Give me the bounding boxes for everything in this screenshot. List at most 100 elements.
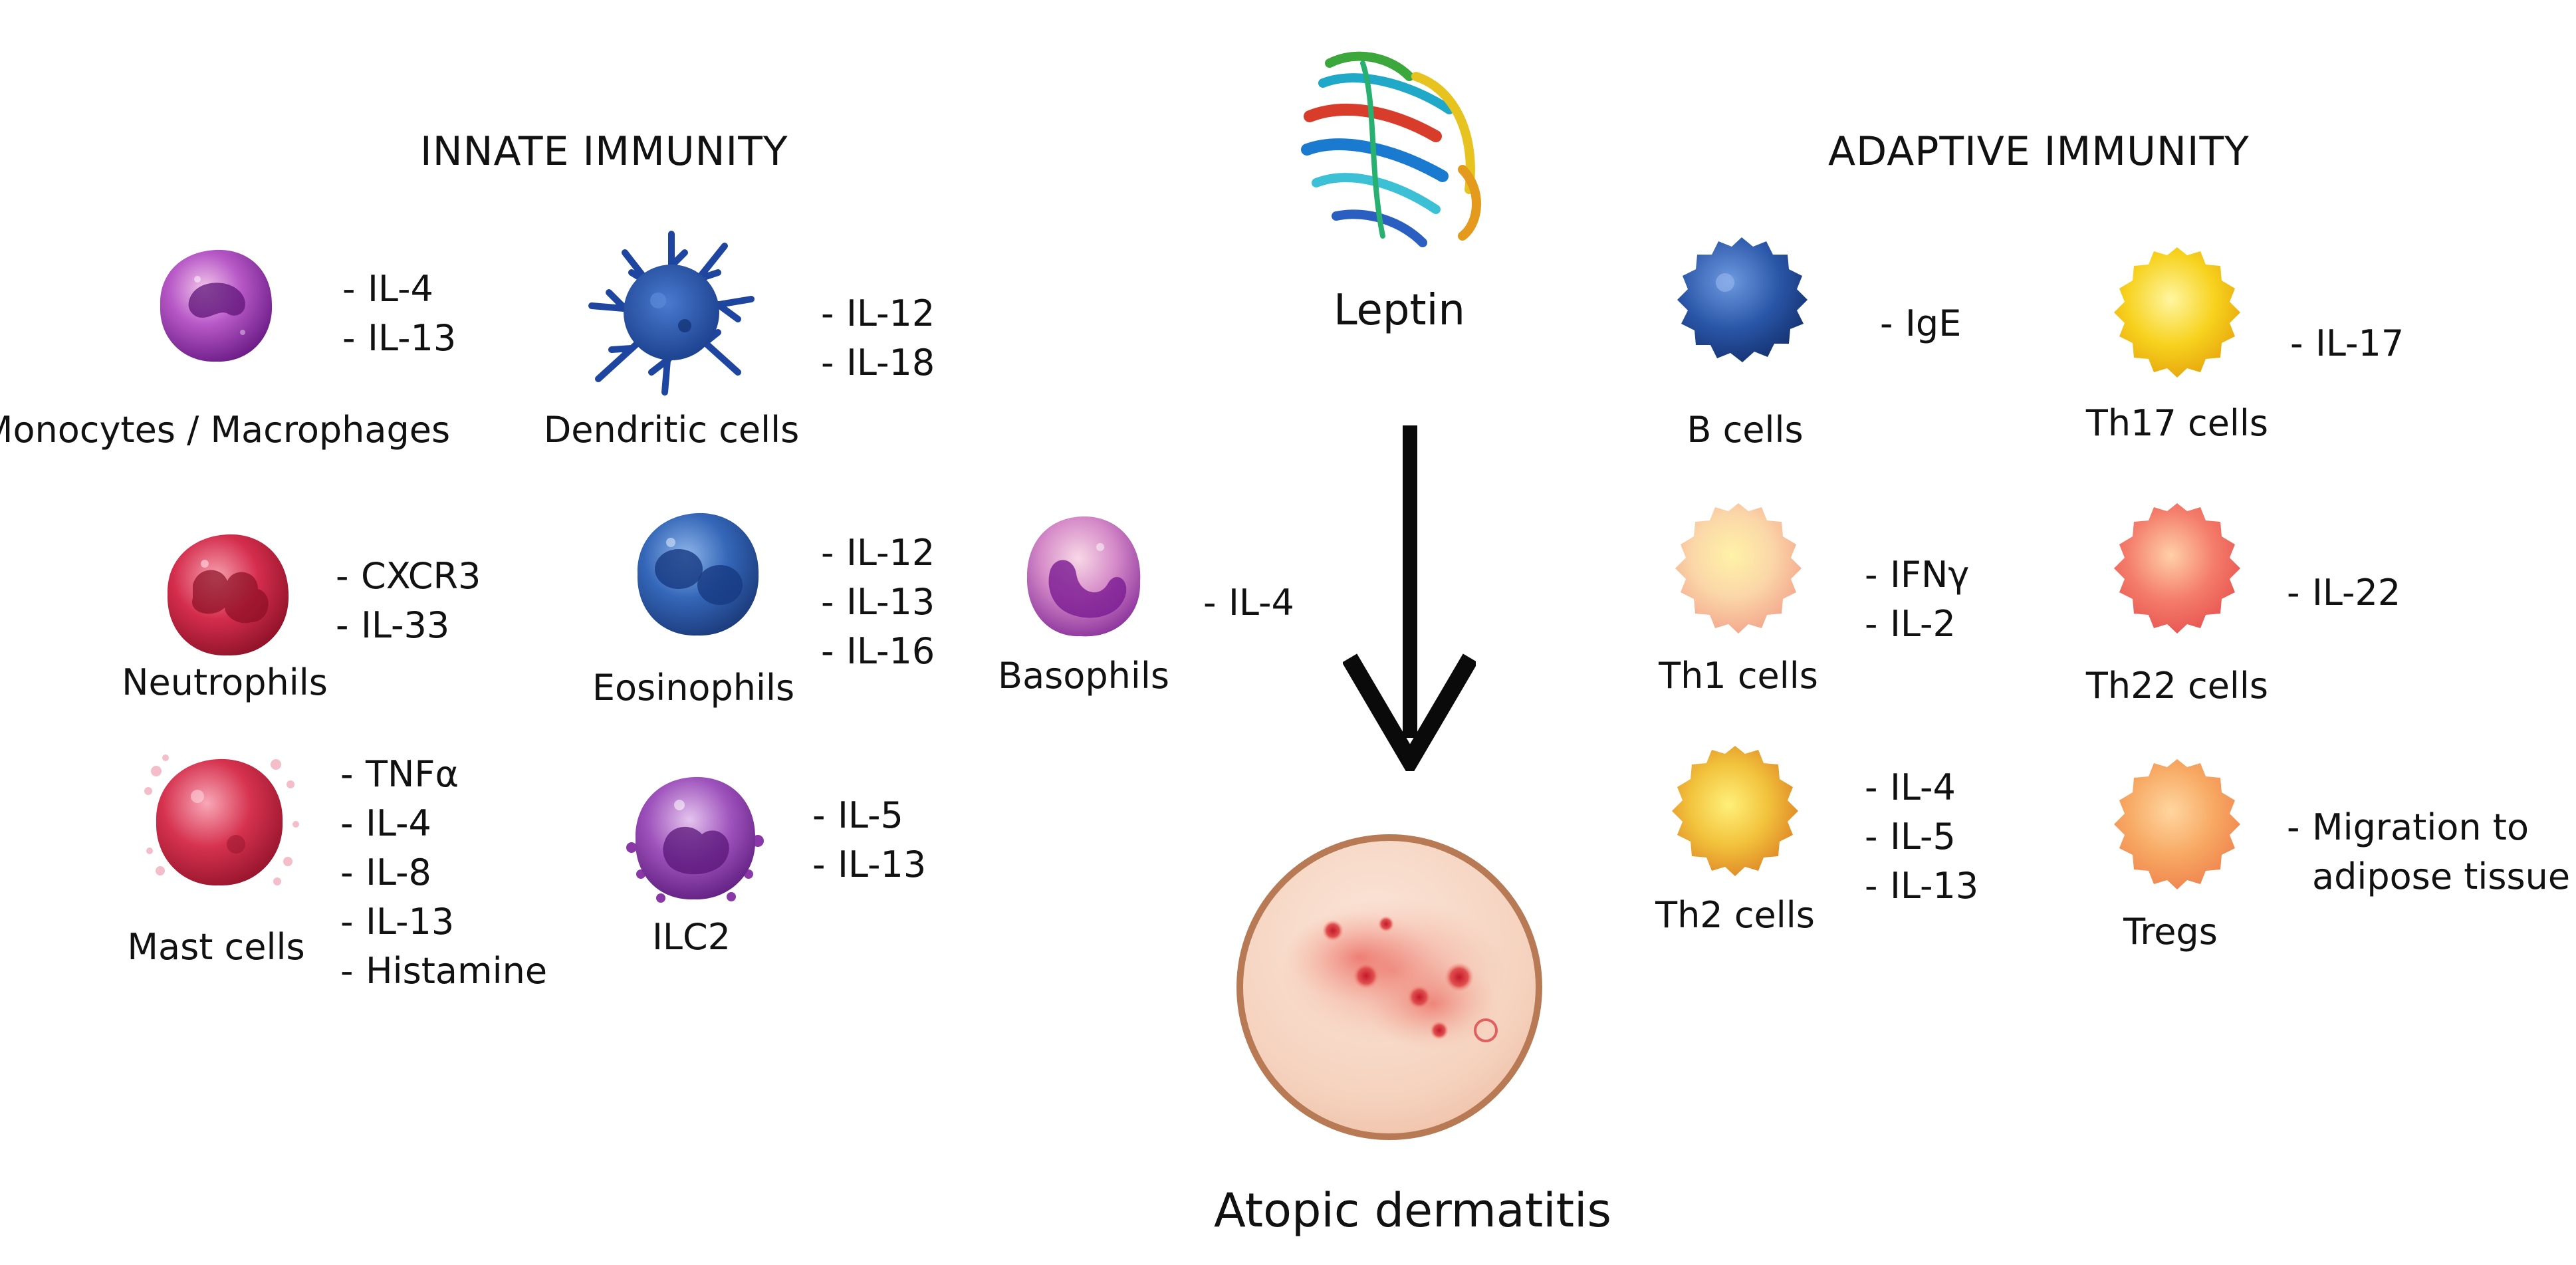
marker-list: -IL-22 <box>2287 568 2400 618</box>
cell-label: Dendritic cells <box>543 409 800 451</box>
th1-cell-icon <box>1675 503 1802 633</box>
marker-text: IL-5 <box>838 794 903 836</box>
marker-list: -Migration to adipose tissue <box>2287 803 2570 901</box>
marker-item: -IFNγ <box>1865 554 1970 596</box>
treg-cell-icon <box>2114 759 2240 889</box>
marker-item: -IL-13 <box>1865 865 1979 907</box>
marker-text: IL-5 <box>1890 816 1956 858</box>
marker-item: -IL-16 <box>821 630 935 672</box>
leptin-protein-structure-icon <box>1301 51 1481 247</box>
monocyte-macrophage-cell-icon <box>160 249 273 362</box>
cell-label: B cells <box>1687 409 1804 451</box>
cell-label: Eosinophils <box>592 667 795 709</box>
marker-text: IL-33 <box>361 604 450 646</box>
marker-text: IL-13 <box>838 844 927 885</box>
marker-item: -IL-4 <box>1203 582 1294 624</box>
marker-text: TNFα <box>366 753 459 795</box>
marker-text: IL-2 <box>1890 603 1956 645</box>
marker-item: -IL-13 <box>342 317 457 359</box>
marker-text: IFNγ <box>1890 554 1970 596</box>
marker-text: CXCR3 <box>361 555 481 597</box>
marker-text: IL-4 <box>1890 766 1956 808</box>
marker-text: IL-4 <box>368 268 433 310</box>
mast-cell-icon <box>144 754 299 886</box>
marker-item: adipose tissue <box>2287 852 2570 901</box>
marker-item: -IgE <box>1880 302 1962 344</box>
leptin-label: Leptin <box>1334 286 1465 335</box>
cell-label: Monocytes / Macrophages <box>0 409 451 451</box>
th17-cell-icon <box>2114 247 2240 378</box>
marker-text: IL-18 <box>846 342 935 384</box>
marker-list: -IL-4 -IL-5 -IL-13 <box>1865 763 1978 911</box>
marker-text: IL-17 <box>2315 322 2404 364</box>
marker-item: -IL-12 <box>821 532 935 574</box>
marker-list: -IgE <box>1880 299 1961 348</box>
down-arrow-icon <box>1343 425 1476 771</box>
marker-text: IL-13 <box>366 901 455 943</box>
marker-list: -IL-4 <box>1203 578 1294 628</box>
marker-text: IL-16 <box>846 630 935 672</box>
marker-text: IL-12 <box>846 292 935 334</box>
marker-list: -IL-12 -IL-13 -IL-16 <box>821 528 935 676</box>
atopic-dermatitis-label: Atopic dermatitis <box>1214 1183 1611 1238</box>
marker-item: -IL-12 <box>821 292 935 334</box>
marker-item: -IL-5 <box>812 794 903 836</box>
marker-text: Migration to <box>2312 806 2529 848</box>
marker-text: IL-4 <box>366 802 431 844</box>
cell-label: Tregs <box>2123 911 2218 953</box>
marker-list: -CXCR3 -IL-33 <box>336 552 481 650</box>
marker-text: IL-8 <box>366 852 431 893</box>
marker-list: -IL-5 -IL-13 <box>812 791 926 889</box>
eosinophil-cell-icon <box>637 513 759 636</box>
marker-item: -IL-33 <box>336 604 450 646</box>
marker-item: -IL-8 <box>340 852 431 893</box>
marker-text: IL-13 <box>1890 865 1979 907</box>
marker-text: IgE <box>1905 302 1962 344</box>
cell-label: Th17 cells <box>2085 402 2269 444</box>
marker-text: adipose tissue <box>2312 856 2571 897</box>
innate-immunity-heading: INNATE IMMUNITY <box>420 128 788 175</box>
cell-label: Th1 cells <box>1659 655 1818 697</box>
marker-list: -IL-12 -IL-18 <box>821 289 935 388</box>
marker-text: IL-4 <box>1229 582 1294 624</box>
skin-lesion-icon <box>1236 834 1542 1140</box>
cell-label: Mast cells <box>127 926 305 968</box>
marker-item: -Histamine <box>340 950 548 992</box>
marker-list: -IFNγ -IL-2 <box>1865 550 1969 649</box>
dendritic-cell-icon <box>588 231 755 396</box>
adaptive-immunity-heading: ADAPTIVE IMMUNITY <box>1828 128 2250 175</box>
marker-item: -Migration to <box>2287 806 2529 848</box>
th2-cell-icon <box>1672 746 1798 876</box>
marker-item: -IL-13 <box>340 901 455 943</box>
marker-list: -IL-4 -IL-13 <box>342 265 456 363</box>
cell-label: Th2 cells <box>1655 894 1815 936</box>
marker-text: IL-13 <box>368 317 457 359</box>
marker-item: -IL-13 <box>812 844 927 885</box>
marker-text: IL-13 <box>846 581 935 623</box>
marker-item: -TNFα <box>340 753 459 795</box>
marker-item: -IL-4 <box>340 802 431 844</box>
marker-item: -IL-5 <box>1865 816 1956 858</box>
marker-text: Histamine <box>366 950 548 992</box>
marker-text: IL-22 <box>2312 572 2401 614</box>
ilc2-cell-icon <box>626 776 764 903</box>
th22-cell-icon <box>2114 503 2240 633</box>
basophil-cell-icon <box>1026 516 1141 637</box>
b-cell-icon <box>1677 237 1808 362</box>
marker-list: -TNFα -IL-4 -IL-8 -IL-13 -Histamine <box>340 750 547 996</box>
marker-item: -IL-2 <box>1865 603 1956 645</box>
marker-item: -IL-4 <box>342 268 433 310</box>
cell-label: Basophils <box>998 655 1169 697</box>
cell-label: ILC2 <box>651 916 731 958</box>
marker-list: -IL-17 <box>2290 319 2404 368</box>
marker-item: -IL-18 <box>821 342 935 384</box>
marker-item: -IL-4 <box>1865 766 1956 808</box>
marker-item: -IL-17 <box>2290 322 2404 364</box>
marker-item: -IL-13 <box>821 581 935 623</box>
marker-item: -CXCR3 <box>336 555 481 597</box>
marker-text: IL-12 <box>846 532 935 574</box>
neutrophil-cell-icon <box>167 534 289 656</box>
cell-label: Neutrophils <box>122 661 328 703</box>
cell-label: Th22 cells <box>2085 665 2269 707</box>
